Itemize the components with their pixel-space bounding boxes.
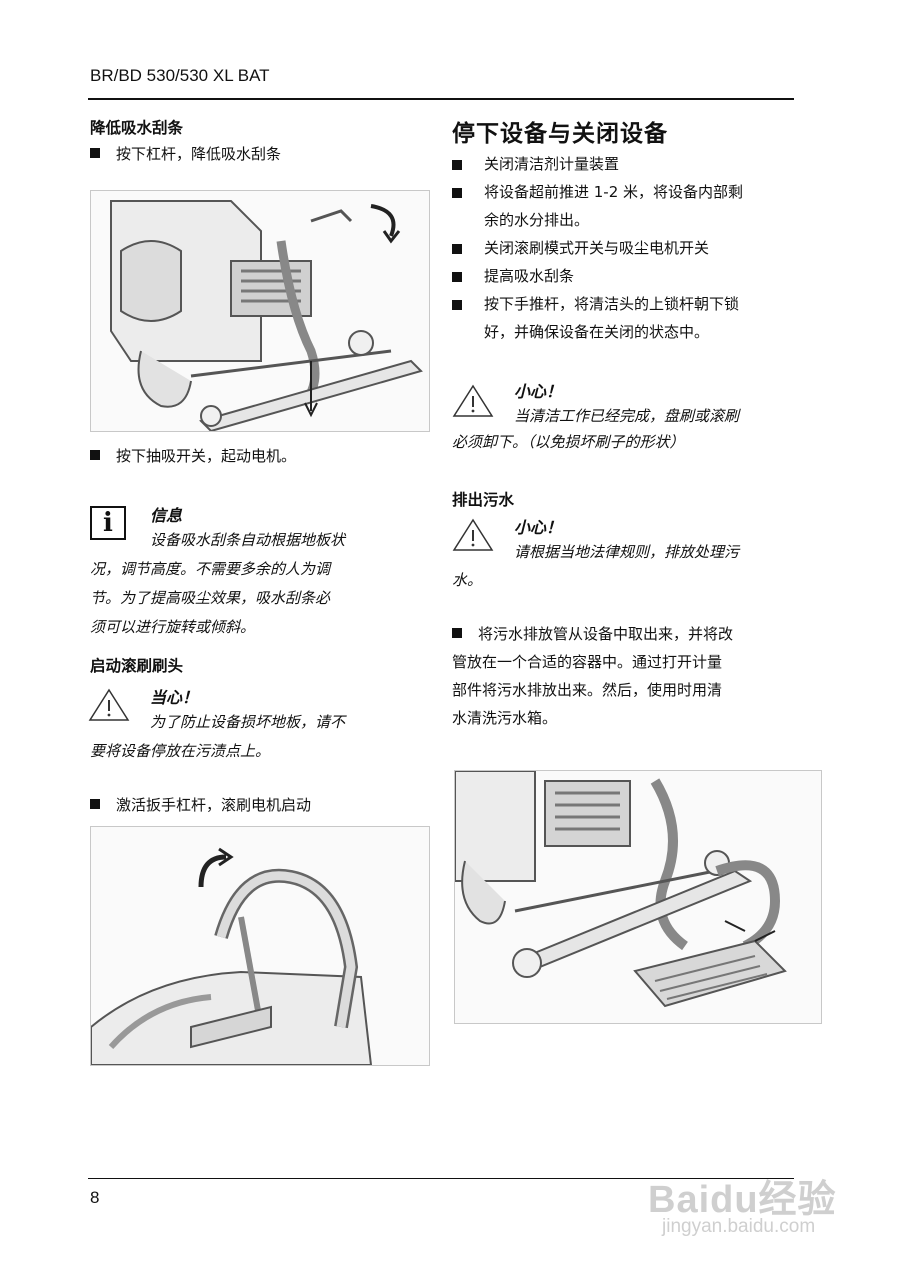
- footer-rule: [88, 1178, 794, 1179]
- drain-line-1: 将污水排放管从设备中取出来，并将改: [452, 620, 733, 649]
- page-number: 8: [90, 1188, 100, 1207]
- illustration-squeegee-lever: [90, 190, 430, 432]
- bullet-icon: [452, 160, 462, 170]
- list-item: 按下手推杆，将清洁头的上锁杆朝下锁好，并确保设备在关闭的状态中。: [452, 290, 802, 346]
- header-rule: [88, 98, 794, 100]
- caution-line-1: 请根据当地法律规则，排放处理污: [514, 543, 740, 561]
- list-item: 提高吸水刮条: [452, 262, 802, 290]
- info-line-1: 设备吸水刮条自动根据地板状: [150, 531, 346, 549]
- stop-steps-list: 关闭清洁剂计量装置 将设备超前推进 1-2 米，将设备内部剩余的水分排出。 关闭…: [452, 150, 802, 346]
- caution-line-2: 水。: [452, 571, 483, 589]
- main-title-stop-device: 停下设备与关闭设备: [452, 121, 668, 147]
- caution-icon: [452, 384, 494, 418]
- section-title-start-brush: 启动滚刷刷头: [90, 657, 184, 675]
- bullet-icon: [90, 799, 100, 809]
- caution-line-2: 要将设备停放在污渍点上。: [90, 742, 271, 760]
- info-line-2: 况，调节高度。不需要多余的人为调: [90, 560, 331, 578]
- bullet-icon: [452, 272, 462, 282]
- drain-line-3: 部件将污水排放出来。然后，使用时用清: [452, 681, 723, 699]
- drain-line-4: 水清洗污水箱。: [452, 709, 558, 727]
- document-header: BR/BD 530/530 XL BAT: [90, 66, 270, 85]
- caution-icon: [452, 518, 494, 552]
- step-press-lever: 按下杠杆，降低吸水刮条: [90, 140, 281, 169]
- list-item: 关闭清洁剂计量装置: [452, 150, 802, 178]
- illustration-drain-hose: [454, 770, 822, 1024]
- caution-title: 当心！: [150, 688, 199, 707]
- bullet-icon: [90, 148, 100, 158]
- bullet-icon: [90, 450, 100, 460]
- list-item: 关闭滚刷模式开关与吸尘电机开关: [452, 234, 802, 262]
- illustration-handle-lever: [90, 826, 430, 1066]
- caution-line-2: 必须卸下。（以免损坏刷子的形状）: [452, 433, 685, 451]
- caution-line-1: 当清洁工作已经完成，盘刷或滚刷: [514, 407, 740, 425]
- watermark-url: jingyan.baidu.com: [662, 1216, 816, 1237]
- caution-icon: [88, 688, 130, 722]
- drain-line-2: 管放在一个合适的容器中。通过打开计量: [452, 653, 723, 671]
- caution-line-1: 为了防止设备损坏地板，请不: [150, 713, 346, 731]
- info-line-3: 节。为了提高吸尘效果，吸水刮条必: [90, 589, 331, 607]
- bullet-icon: [452, 244, 462, 254]
- caution-title: 小心！: [514, 382, 563, 401]
- bullet-icon: [452, 188, 462, 198]
- step-press-suction-switch: 按下抽吸开关，起动电机。: [90, 442, 296, 471]
- watermark-brand: Baidu经验: [648, 1179, 837, 1221]
- bullet-icon: [452, 300, 462, 310]
- info-icon: i: [90, 506, 126, 540]
- section-title-drain-water: 排出污水: [452, 491, 515, 509]
- section-title-lower-squeegee: 降低吸水刮条: [90, 119, 184, 137]
- bullet-icon: [452, 628, 462, 638]
- list-item: 将设备超前推进 1-2 米，将设备内部剩余的水分排出。: [452, 178, 802, 234]
- step-activate-lever: 激活扳手杠杆，滚刷电机启动: [90, 791, 311, 820]
- info-title: 信息: [150, 506, 183, 525]
- info-line-4: 须可以进行旋转或倾斜。: [90, 618, 256, 636]
- caution-title: 小心！: [514, 518, 563, 537]
